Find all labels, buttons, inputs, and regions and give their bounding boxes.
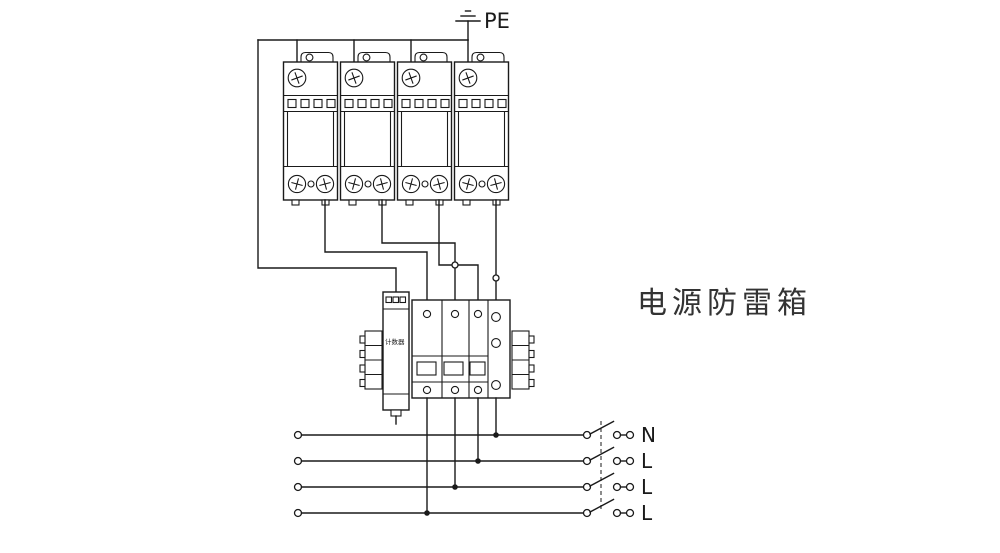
pe-counter-wire (257, 39, 397, 293)
surge-counter-module: 计数器 (382, 291, 410, 425)
diagram-title: 电源防雷箱 (637, 286, 812, 321)
breaker-terminal (422, 385, 432, 395)
breaker-handle (443, 361, 464, 376)
spd-to-breaker-wires (324, 199, 500, 301)
breaker-terminal (422, 309, 432, 319)
disconnect-switch-4 (582, 498, 622, 518)
breaker-terminal (473, 309, 483, 319)
pe-label: PE (484, 9, 510, 33)
spd-module-4 (453, 51, 510, 206)
breaker-handle (416, 361, 437, 376)
line-label-l2: L (641, 475, 653, 499)
disconnect-switch-3 (582, 472, 622, 492)
spd-module-1 (282, 51, 339, 206)
line-label-l1: L (641, 449, 653, 473)
pe-ground-symbol (455, 10, 481, 41)
counter-foot (390, 409, 402, 417)
output-line-n: N (293, 420, 656, 447)
breaker-terminal (491, 338, 501, 348)
disconnect-switch-2 (582, 446, 622, 466)
breaker-terminal (473, 385, 483, 395)
spd-module-3 (396, 51, 453, 206)
line-label-n: N (641, 423, 656, 447)
breaker-terminal (491, 380, 501, 390)
spd-module-2 (339, 51, 396, 206)
pe-bus (257, 39, 469, 63)
counter-label: 计数器 (385, 337, 405, 346)
counter-window (399, 296, 407, 304)
counter-window (385, 296, 393, 304)
breaker-terminal (450, 385, 460, 395)
output-line-l2: L (293, 472, 653, 499)
output-line-l3: L (293, 498, 653, 525)
breaker-handle (469, 361, 486, 376)
wire-junction (492, 274, 500, 282)
wire-junction (451, 261, 459, 269)
breaker-terminal (491, 312, 501, 322)
mounting-clip-left (359, 330, 383, 390)
counter-window (392, 296, 400, 304)
disconnect-switch-1 (582, 420, 622, 440)
breaker-terminal (450, 309, 460, 319)
output-line-l1: L (293, 446, 653, 473)
breaker-to-line-wires (424, 397, 499, 516)
circuit-breaker (411, 299, 511, 399)
line-label-l3: L (641, 501, 653, 525)
mounting-clip-right (511, 330, 535, 390)
